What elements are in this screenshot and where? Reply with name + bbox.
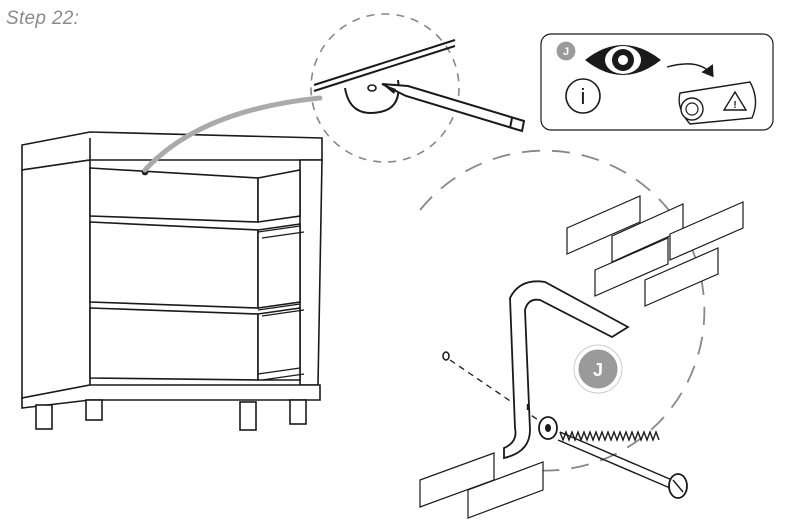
wall-bricks-upper [566, 195, 744, 307]
wall-bricks-lower [419, 452, 544, 519]
wall-fixing-strap [503, 280, 630, 460]
svg-text:J: J [563, 46, 569, 58]
svg-text:i: i [581, 84, 586, 109]
dresser-side-panel [21, 159, 91, 399]
wall-hole [442, 351, 450, 361]
part-badge-small: J [555, 40, 577, 62]
info-icon: i [565, 78, 601, 114]
eye-to-leaflet-arrow [666, 63, 714, 78]
svg-text:J: J [593, 360, 603, 380]
drawer-bottom [89, 307, 301, 381]
svg-text:!: ! [733, 100, 736, 111]
wall-fixing-detail: J [419, 149, 744, 519]
part-callout-j: J [573, 344, 623, 394]
info-box: J i ! [540, 33, 774, 131]
washer [538, 416, 558, 440]
dresser-right-frame [299, 159, 323, 386]
dresser-leg [85, 399, 103, 421]
dresser-leg [289, 399, 307, 425]
drawer-middle [89, 221, 301, 309]
screw [557, 430, 688, 499]
zoom-leader-line [142, 95, 323, 173]
instruction-leaflet-icon [678, 81, 757, 125]
pencil-icon [381, 83, 526, 133]
step-title: Step 22: [6, 8, 80, 29]
dresser-leg [35, 404, 53, 430]
dresser-leg [239, 401, 257, 431]
drawer-top [89, 167, 301, 223]
eye-icon [585, 45, 661, 75]
dresser-base [21, 384, 321, 409]
dresser [21, 131, 323, 431]
warning-icon: ! [722, 90, 748, 111]
zoom-detail-pencil [310, 13, 526, 163]
